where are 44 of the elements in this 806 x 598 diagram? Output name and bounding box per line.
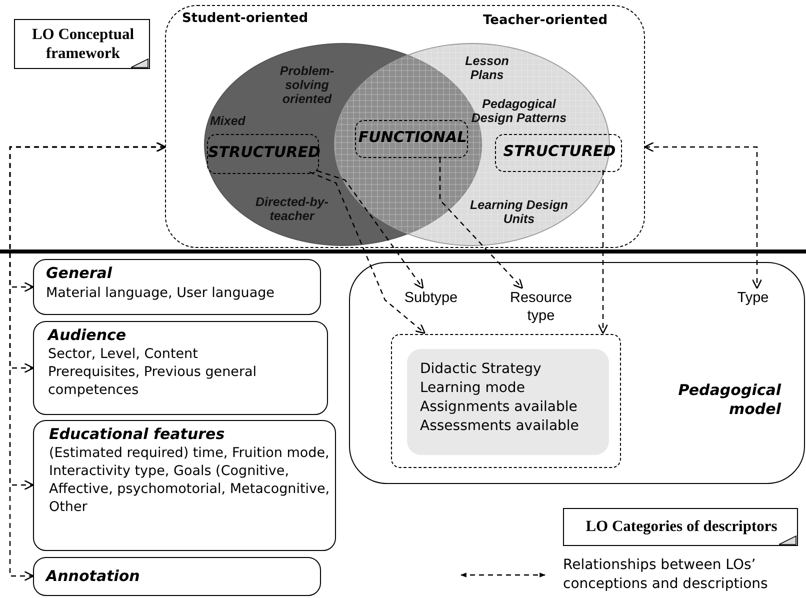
note-box — [14, 19, 150, 69]
box-label: STRUCTURED — [208, 143, 320, 161]
rounded-box — [33, 420, 336, 551]
note-title: LO Conceptual framework — [30, 25, 136, 63]
dashed-arrow — [439, 158, 524, 289]
body-text: Material language, User language — [46, 284, 276, 302]
dashed-box — [355, 120, 468, 158]
legend-text: Relationships between LOs’ conceptions and descriptions — [563, 556, 769, 594]
rounded-box — [33, 321, 328, 415]
dashed-box — [495, 134, 622, 172]
heading: Annotation — [46, 567, 141, 586]
text-label: Subtype — [399, 289, 463, 309]
group-heading: Student-oriented — [182, 11, 308, 26]
heading: Educational features — [49, 425, 226, 444]
body-text: (Estimated required) time, Fruition mode, Interactivity type, Goals (Cognitive, Affective, psychomotorial, Metacognitive, Other — [49, 444, 331, 516]
box-label: STRUCTURED — [502, 142, 617, 160]
dashed-arrow — [316, 170, 424, 289]
heading: General — [46, 264, 114, 283]
body-text: Didactic Strategy Learning mode Assignments available Assessments available — [420, 360, 580, 436]
dashed-frame — [165, 5, 645, 248]
heading: Pedagogical model — [677, 381, 781, 419]
dashed-arrow — [309, 171, 426, 334]
heading: Audience — [48, 326, 128, 345]
dashed-arrow — [9, 142, 166, 582]
dashed-box — [391, 334, 621, 468]
ellipse-label: Mixed — [210, 114, 246, 128]
note-box — [563, 508, 798, 546]
text-label: Resource type — [501, 289, 581, 327]
dashed-arrow — [644, 142, 762, 290]
ellipse-label: Learning Design Units — [469, 198, 569, 226]
rounded-box — [33, 557, 321, 596]
ellipse-label: Problem-solving oriented — [278, 64, 336, 106]
dashed-box — [207, 134, 319, 174]
text-label: Type — [731, 289, 775, 309]
rounded-panel — [349, 262, 805, 484]
body-text: Sector, Level, Content Prerequisites, Previous general competences — [48, 345, 258, 399]
note-title: LO Categories of descriptors — [584, 517, 778, 536]
group-heading: Teacher-oriented — [483, 13, 608, 28]
ellipse-label: Pedagogical Design Patterns — [470, 97, 568, 125]
rounded-box — [33, 259, 321, 315]
ellipse-label: Directed-by-teacher — [254, 195, 330, 223]
dashed-arrow — [598, 170, 608, 334]
box-label: FUNCTIONAL — [357, 128, 468, 146]
ellipse-label: Lesson Plans — [464, 54, 510, 82]
